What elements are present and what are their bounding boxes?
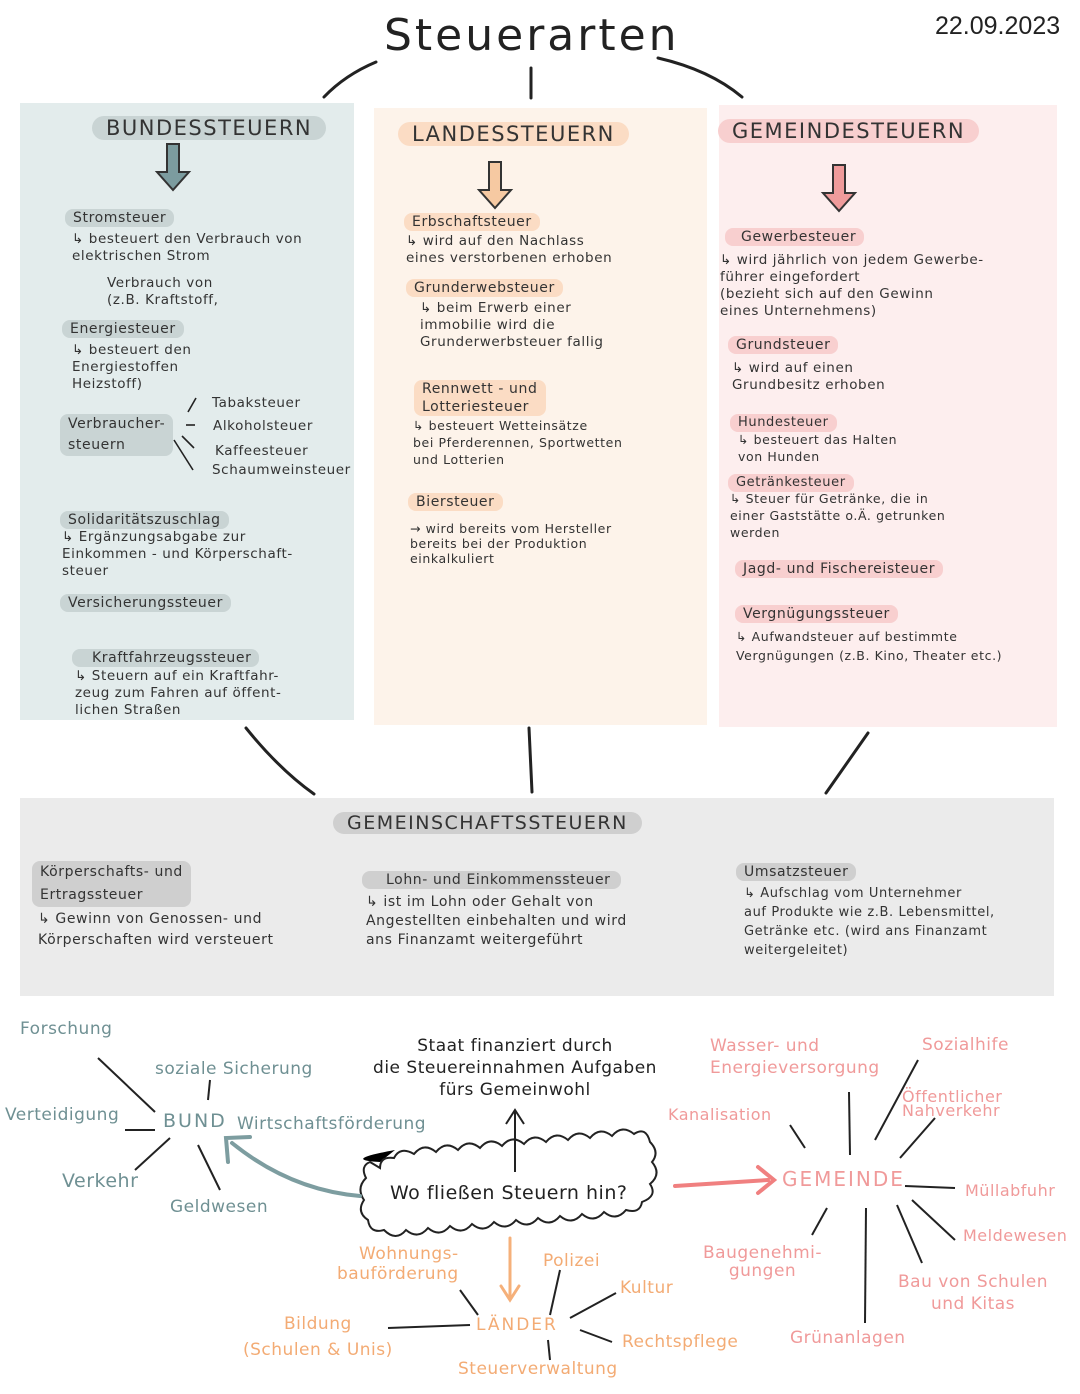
laender-steuerverwaltung: Steuerverwaltung	[458, 1359, 618, 1379]
umsatzsteuer-desc: ↳ Aufschlag vom Unternehmer auf Produkte…	[744, 886, 995, 958]
gemeinde-baugenehmigungen: Baugenehmi- gungen	[703, 1243, 823, 1281]
versicherungssteuer-title: Versicherungssteuer	[60, 594, 231, 612]
gemeinde-gruenanlagen: Grünanlagen	[790, 1328, 906, 1348]
gemeinde-sozialhilfe: Sozialhife	[922, 1035, 1009, 1055]
koerperschaftsteuer-desc: ↳ Gewinn von Genossen- und Körperschafte…	[38, 911, 274, 948]
rennwett-title: Rennwett - und Lotteriesteuer	[414, 380, 546, 416]
down-arrows	[154, 143, 858, 213]
page-title: Steuerarten	[384, 10, 680, 61]
verbrauchersteuern-title: Verbraucher- steuern	[60, 414, 174, 456]
bund-label: BUND	[163, 1110, 227, 1132]
energiesteuer-desc: ↳ besteuert den Energiestoffen Heizstoff…	[72, 342, 192, 392]
gemeinde-muellabfuhr: Müllabfuhr	[965, 1181, 1056, 1200]
arrow-to-laender	[499, 1236, 521, 1303]
erbschaftsteuer-desc: ↳ wird auf den Nachlass eines verstorben…	[406, 233, 613, 266]
gemeinde-to-gemeinschaft-line	[824, 731, 870, 795]
gemeinde-kanalisation: Kanalisation	[668, 1105, 772, 1124]
biersteuer-title: Biersteuer	[408, 493, 503, 511]
energiesteuer-title: Energiesteuer	[62, 320, 184, 338]
erbschaftsteuer-title: Erbschaftsteuer	[404, 213, 540, 231]
bundessteuern-heading: BUNDESSTEUERN	[92, 116, 327, 140]
kfz-title: Kraftfahrzeugssteuer	[72, 649, 260, 667]
umsatzsteuer-title: Umsatzsteuer	[736, 863, 857, 881]
landessteuern-panel	[374, 108, 707, 725]
getraenkesteuer-title: Getränkesteuer	[728, 474, 854, 492]
gemeinde-label: GEMEINDE	[782, 1167, 905, 1191]
cloud-shape	[359, 1128, 658, 1237]
tabaksteuer: Tabaksteuer	[212, 395, 301, 411]
soli-title: Solidaritätszuschlag	[60, 511, 229, 529]
mindmap-branches	[97, 1057, 956, 1361]
hundesteuer-desc: ↳ besteuert das Halten von Hunden	[738, 432, 898, 464]
vergnuegungssteuer-title: Vergnügungssteuer	[735, 605, 898, 623]
getraenkesteuer-desc: ↳ Steuer für Getränke, die in einer Gast…	[730, 491, 946, 540]
grundsteuer-desc: ↳ wird auf einen Grundbesitz erhoben	[732, 360, 886, 393]
jagdsteuer-title: Jagd- und Fischereisteuer	[735, 560, 944, 578]
lohnsteuer-title: Lohn- und Einkommenssteuer	[362, 871, 621, 889]
koerperschaftsteuer-title: Körperschafts- und Ertragssteuer	[32, 861, 191, 907]
landessteuern-heading: LANDESSTEUERN	[398, 122, 629, 146]
verbrauch-note: Verbrauch von (z.B. Kraftstoff,	[107, 275, 219, 308]
stromsteuer-title: Stromsteuer	[65, 209, 175, 227]
bund-to-gemeinschaft-line	[244, 726, 316, 796]
staat-note: Staat finanziert durch die Steuereinnahm…	[373, 1036, 657, 1100]
gemeinde-schulen-kitas: Bau von Schulen und Kitas	[898, 1272, 1049, 1314]
grunderwerbsteuer-desc: ↳ beim Erwerb einer immobilie wird die G…	[420, 300, 604, 350]
laender-bildung: Bildung (Schulen & Unis)	[243, 1314, 393, 1360]
laender-wohnungsbau: Wohnungs- bauförderung	[337, 1244, 459, 1284]
title-line-right	[656, 56, 744, 99]
kaffeesteuer: Kaffeesteuer	[215, 443, 309, 459]
rennwett-desc: ↳ besteuert Wetteinsätze bei Pferderenne…	[413, 418, 623, 467]
bund-geldwesen: Geldwesen	[170, 1197, 269, 1217]
bund-forschung: Forschung	[20, 1019, 113, 1039]
laender-label: LÄNDER	[476, 1315, 558, 1335]
gemeinde-nahverkehr: Öffentlicher Nahverkehr	[902, 1087, 1003, 1120]
laender-polizei: Polizei	[543, 1251, 601, 1271]
biersteuer-desc: → wird bereits vom Hersteller bereits be…	[410, 521, 612, 566]
laender-to-gemeinschaft-line	[527, 726, 534, 794]
gemeindesteuern-heading: GEMEINDESTEUERN	[718, 119, 980, 143]
gewerbesteuer-desc: ↳ wird jährlich von jedem Gewerbe- führe…	[720, 252, 984, 319]
grunderwerbsteuer-title: Grunderwebsteuer	[406, 279, 563, 297]
bund-wirtschaftsfoerderung: Wirtschaftsförderung	[237, 1114, 427, 1134]
kfz-desc: ↳ Steuern auf ein Kraftfahr- zeug zum Fa…	[75, 668, 282, 718]
lohnsteuer-desc: ↳ ist im Lohn oder Gehalt von Angestellt…	[366, 894, 627, 948]
grundsteuer-title: Grundsteuer	[728, 336, 839, 354]
schaumweinsteuer: Schaumweinsteuer	[212, 462, 351, 478]
bund-soziale-sicherung: soziale Sicherung	[155, 1059, 313, 1079]
gemeinde-meldewesen: Meldewesen	[963, 1226, 1068, 1245]
alkoholsteuer: Alkoholsteuer	[213, 418, 313, 434]
laender-kultur: Kultur	[620, 1278, 674, 1298]
title-line-left	[322, 60, 378, 99]
arrow-to-bund	[223, 1135, 362, 1198]
bundessteuern-panel	[20, 103, 354, 720]
soli-desc: ↳ Ergänzungsabgabe zur Einkommen - und K…	[62, 529, 293, 579]
arrow-to-staat	[505, 1108, 525, 1172]
hundesteuer-title: Hundesteuer	[730, 414, 837, 432]
arrow-to-gemeinde	[673, 1165, 778, 1195]
date: 22.09.2023	[935, 12, 1061, 40]
gemeinschaftssteuern-heading: GEMEINSCHAFTSSTEUERN	[333, 812, 642, 834]
bund-verteidigung: Verteidigung	[5, 1105, 120, 1125]
gemeinde-wasser: Wasser- und Energieversorgung	[710, 1036, 880, 1078]
laender-rechtspflege: Rechtspflege	[622, 1332, 739, 1352]
stromsteuer-desc: ↳ besteuert den Verbrauch von elektrisch…	[72, 231, 303, 264]
gewerbesteuer-title: Gewerbesteuer	[725, 228, 865, 246]
vergnuegungssteuer-desc: ↳ Aufwandsteuer auf bestimmte Vergnügung…	[736, 629, 1003, 663]
cloud-question: Wo fließen Steuern hin?	[390, 1182, 628, 1204]
bund-verkehr: Verkehr	[62, 1170, 139, 1192]
